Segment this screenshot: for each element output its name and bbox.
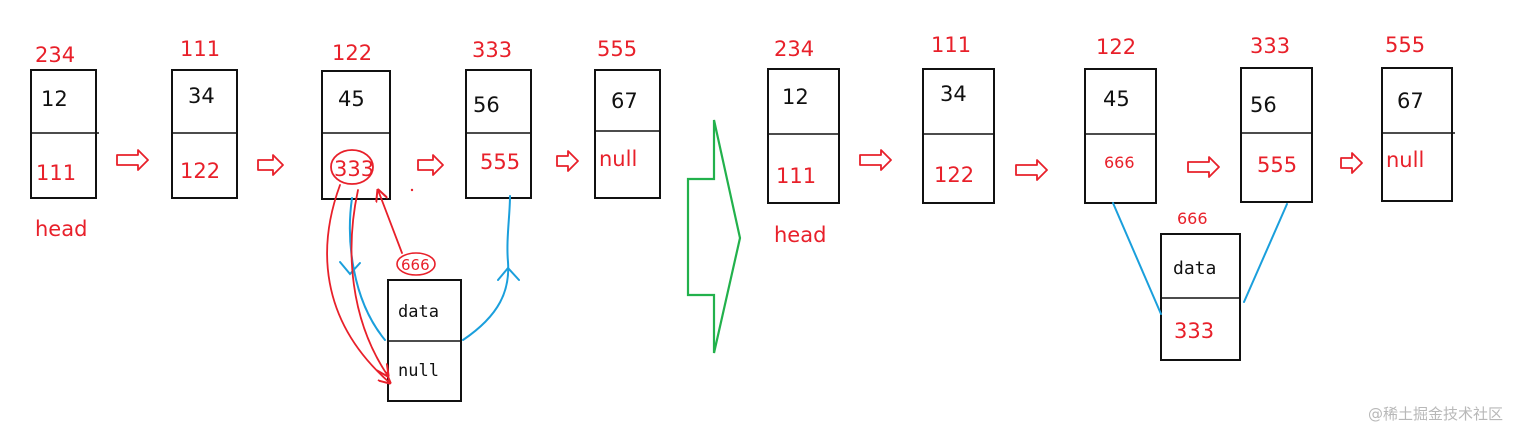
node-address: 555 xyxy=(1385,33,1425,57)
before-node-4: 333 56 555 xyxy=(465,38,532,199)
node-data: 34 xyxy=(940,82,967,106)
next-arrows-after xyxy=(859,149,1363,181)
hollow-arrow-icon xyxy=(257,154,284,176)
circled-address-highlight xyxy=(396,252,436,276)
hollow-arrow-icon xyxy=(417,154,444,176)
hollow-arrow-icon xyxy=(556,150,579,172)
node-data: 45 xyxy=(1103,87,1130,111)
node-next: 111 xyxy=(776,164,816,188)
before-node-2: 111 34 122 xyxy=(171,37,238,199)
node-next: 122 xyxy=(180,159,220,183)
node-data: 34 xyxy=(188,84,215,108)
node-next: 333 xyxy=(1174,319,1214,343)
node-box xyxy=(171,69,238,199)
node-address: 122 xyxy=(1096,35,1136,59)
node-address: 333 xyxy=(472,38,512,62)
node-next: 122 xyxy=(934,163,974,187)
node-next: null xyxy=(1386,148,1424,172)
node-data: data xyxy=(1173,258,1216,279)
node-address: 234 xyxy=(35,43,75,67)
after-node-5: 555 67 null xyxy=(1381,33,1455,202)
node-box xyxy=(594,69,661,199)
node-data: 67 xyxy=(611,89,638,113)
node-next: 555 xyxy=(480,150,520,174)
before-node-3: 122 45 333 xyxy=(321,41,391,200)
circled-pointer-highlight xyxy=(330,149,374,185)
hollow-arrow-icon xyxy=(1015,159,1048,181)
node-data: 12 xyxy=(782,85,809,109)
node-box xyxy=(1084,68,1157,204)
before-new-node: 666 data null xyxy=(387,252,462,402)
after-new-node: 666 data 333 xyxy=(1160,209,1241,361)
hollow-arrow-icon xyxy=(1340,152,1363,174)
node-data: 45 xyxy=(338,87,365,111)
after-node-4: 333 56 555 xyxy=(1240,34,1313,203)
before-node-5: 555 67 null xyxy=(594,37,661,199)
node-address: 122 xyxy=(332,41,372,65)
after-node-2: 111 34 122 xyxy=(922,33,995,204)
next-arrows-before xyxy=(116,149,579,176)
node-box xyxy=(30,69,97,199)
node-next: 666 xyxy=(1104,153,1135,172)
node-box xyxy=(1160,233,1241,361)
node-box xyxy=(767,68,840,204)
hollow-arrow-icon xyxy=(859,149,892,171)
red-pointer-curves xyxy=(326,184,414,383)
node-data: data xyxy=(398,302,439,322)
node-address: 555 xyxy=(597,37,637,61)
node-next: 111 xyxy=(36,161,76,185)
before-node-1: 234 12 111 xyxy=(30,43,99,199)
node-address: 111 xyxy=(180,37,220,61)
node-box xyxy=(465,69,532,199)
node-box xyxy=(1381,67,1453,202)
node-box xyxy=(1240,67,1313,203)
node-address: 111 xyxy=(931,33,971,57)
node-data: 67 xyxy=(1397,89,1424,113)
node-data: 12 xyxy=(41,87,68,111)
transition-arrow-icon xyxy=(686,119,742,354)
node-address: 666 xyxy=(401,256,430,274)
node-box xyxy=(922,68,995,204)
blue-pointer-curves xyxy=(339,195,520,341)
head-label: head xyxy=(774,223,826,247)
hollow-arrow-icon xyxy=(116,149,149,171)
node-address: 234 xyxy=(774,37,814,61)
node-data: 56 xyxy=(1250,93,1277,117)
node-next: 333 xyxy=(334,157,374,181)
head-label: head xyxy=(35,217,87,241)
node-next: null xyxy=(599,147,637,171)
after-node-1: 234 12 111 xyxy=(767,37,840,204)
node-next: 555 xyxy=(1257,153,1297,177)
watermark: @稀土掘金技术社区 xyxy=(1367,405,1503,423)
node-data: 56 xyxy=(473,93,500,117)
hollow-arrow-icon xyxy=(1187,156,1220,178)
blue-connectors-after xyxy=(1112,202,1288,315)
node-address: 666 xyxy=(1177,209,1208,228)
node-next: null xyxy=(398,361,439,381)
node-address: 333 xyxy=(1250,34,1290,58)
after-node-3: 122 45 666 xyxy=(1084,35,1157,204)
